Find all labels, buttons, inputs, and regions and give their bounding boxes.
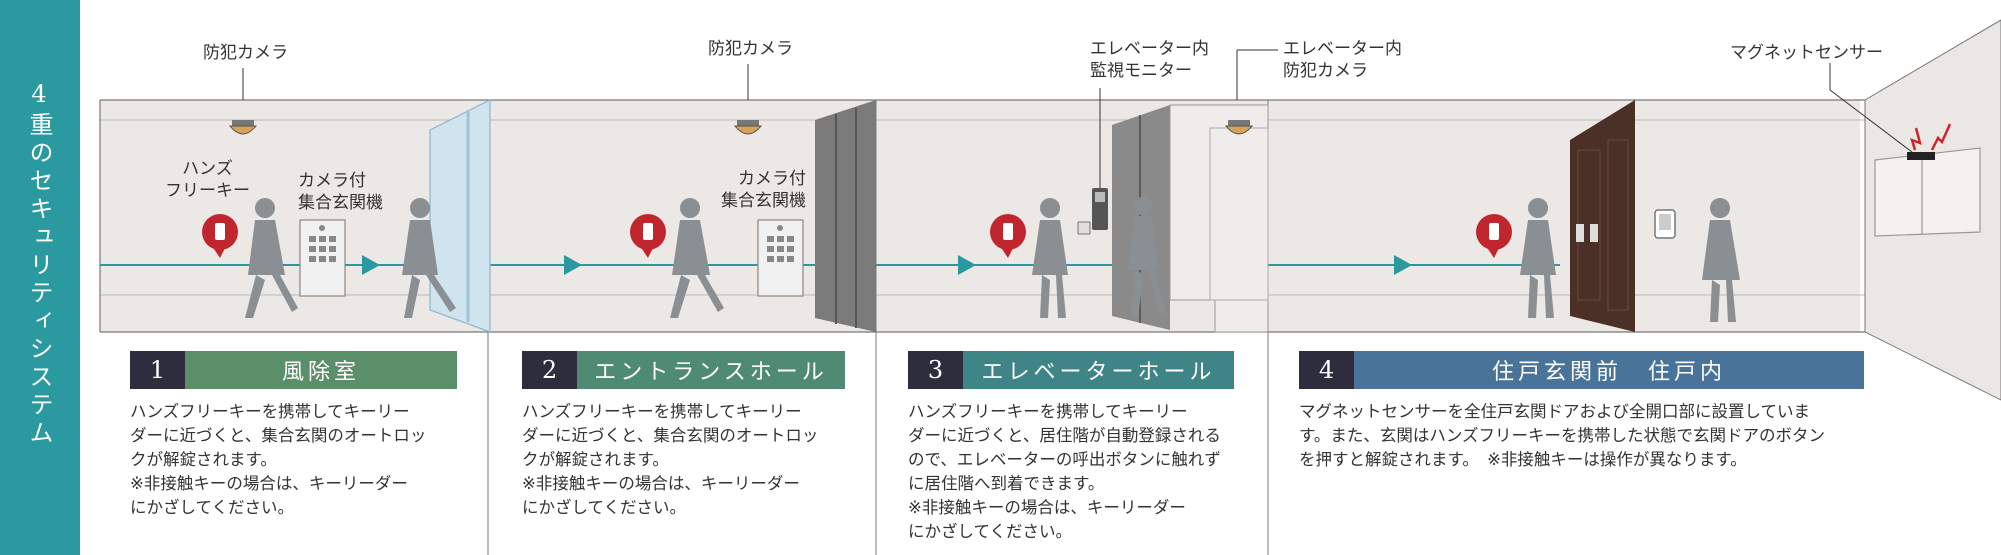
person-silhouette bbox=[402, 198, 456, 318]
intercom-label: カメラ付 集合玄関機 bbox=[721, 169, 806, 211]
person-silhouette bbox=[1128, 197, 1166, 316]
unit-door bbox=[1570, 100, 1635, 332]
step-number: 1 bbox=[130, 351, 185, 389]
step-3-header: 3 エレベーターホール bbox=[908, 351, 1234, 389]
sidebar-title: 4重のセキュリティシステム bbox=[25, 80, 53, 448]
security-camera-icon bbox=[228, 68, 258, 135]
handsfree-key-icon bbox=[990, 214, 1026, 258]
handsfree-key-icon bbox=[1476, 214, 1512, 258]
magnet-sensor-label: マグネットセンサー bbox=[1730, 43, 1883, 63]
step-1-header: 1 風除室 bbox=[130, 351, 457, 389]
elevator-camera-icon bbox=[1224, 49, 1278, 135]
step-number: 3 bbox=[908, 351, 963, 389]
path-arrow-icon bbox=[564, 255, 582, 275]
corridor-wall bbox=[100, 100, 1860, 332]
step-4-header: 4 住戸玄関前 住戸内 bbox=[1299, 351, 1864, 389]
elevator-camera-label: エレベーター内 防犯カメラ bbox=[1283, 39, 1402, 81]
magnet-sensor-icon bbox=[1907, 152, 1935, 160]
intercom-panel-icon bbox=[299, 219, 346, 297]
camera-label: 防犯カメラ bbox=[708, 39, 793, 59]
step-2-header: 2 エントランスホール bbox=[522, 351, 845, 389]
window bbox=[1874, 147, 1981, 237]
glass-door bbox=[429, 99, 491, 333]
intercom-label: カメラ付 集合玄関機 bbox=[298, 171, 383, 213]
step-1-description: ハンズフリーキーを携帯してキーリー ダーに近づくと、集合玄関のオートロッ クが解… bbox=[130, 402, 427, 517]
sidebar-band: 4重のセキュリティシステム bbox=[0, 0, 80, 555]
step-number: 2 bbox=[522, 351, 577, 389]
auto-door-panel bbox=[815, 100, 876, 332]
step-3-description: ハンズフリーキーを携帯してキーリー ダーに近づくと、居住階が自動登録される ので… bbox=[908, 402, 1221, 541]
step-2-description: ハンズフリーキーを携帯してキーリー ダーに近づくと、集合玄関のオートロッ クが解… bbox=[522, 402, 819, 517]
step-number: 4 bbox=[1299, 351, 1354, 389]
handsfree-key-icon bbox=[630, 214, 666, 258]
person-silhouette bbox=[1702, 198, 1740, 322]
security-camera-icon bbox=[733, 64, 763, 135]
step-title: エントランスホール bbox=[577, 351, 845, 389]
path-arrow-icon bbox=[1394, 255, 1412, 275]
intercom-panel-icon bbox=[757, 219, 804, 297]
camera-label: 防犯カメラ bbox=[203, 43, 288, 63]
handsfree-key-label: ハンズ フリーキー bbox=[165, 159, 250, 201]
person-silhouette bbox=[1032, 198, 1068, 318]
step-title: 風除室 bbox=[185, 351, 457, 389]
person-silhouette bbox=[670, 198, 724, 318]
step-title: エレベーターホール bbox=[963, 351, 1234, 389]
step-4-description: マグネットセンサーを全住戸玄関ドアおよび全開口部に設置していま す。また、玄関は… bbox=[1299, 402, 1826, 469]
path-arrow-icon bbox=[362, 255, 380, 275]
person-silhouette bbox=[1520, 198, 1556, 318]
path-arrow-icon bbox=[958, 255, 976, 275]
step-title: 住戸玄関前 住戸内 bbox=[1354, 351, 1864, 389]
handsfree-key-icon bbox=[202, 214, 238, 258]
elevator-monitor-label: エレベーター内 監視モニター bbox=[1090, 39, 1209, 81]
person-silhouette bbox=[245, 198, 298, 318]
